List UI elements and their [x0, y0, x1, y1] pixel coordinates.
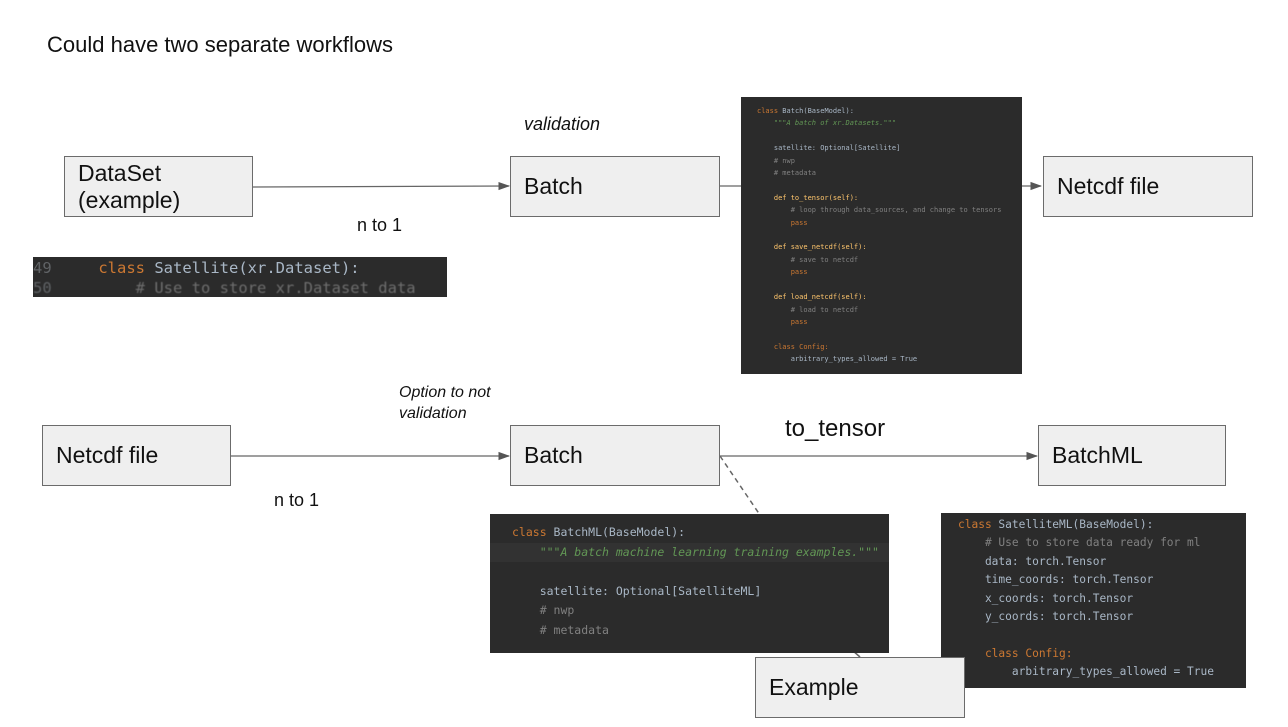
code-line: y_coords: torch.Tensor — [958, 610, 1134, 624]
code-line: # metadata — [512, 622, 609, 637]
batch-label-top: Batch — [524, 173, 583, 199]
code-line: """A batch machine learning training exa… — [490, 542, 889, 562]
code-line: pass — [757, 218, 808, 227]
code-line: class Config: — [958, 646, 1073, 660]
code-line: class Config: — [757, 342, 829, 351]
satelliteml-class-code: class SatelliteML(BaseModel): # Use to s… — [941, 513, 1246, 688]
line-number: 49 — [33, 259, 52, 277]
example-label: Example — [769, 674, 859, 700]
code-line: # save to netcdf — [757, 255, 859, 264]
page-title: Could have two separate workflows — [47, 32, 394, 57]
code-line — [757, 229, 1022, 241]
arrow-dataset-to-batch — [251, 181, 511, 191]
to-tensor-label: to_tensor — [785, 415, 886, 442]
batch-label-bottom: Batch — [524, 442, 583, 468]
batchml-label: BatchML — [1052, 442, 1143, 468]
code-line: def load_netcdf(self): — [757, 293, 867, 302]
n-to-1-label-bottom: n to 1 — [274, 490, 320, 510]
satellite-code-line-2: 50 # Use to store xr.Dataset data — [33, 279, 447, 297]
netcdf-box-top: Netcdf file — [1043, 156, 1253, 217]
code-line — [757, 279, 1022, 291]
code-line: def save_netcdf(self): — [757, 243, 867, 252]
dataset-label: DataSet (example) — [78, 159, 181, 213]
code-line: class Batch(BaseModel): — [757, 107, 854, 115]
n-to-1-label-top: n to 1 — [357, 215, 403, 235]
code-line: # nwp — [512, 603, 575, 617]
code-line: arbitrary_types_allowed = True — [958, 665, 1214, 679]
option-note-line-1: Option to not — [399, 384, 491, 401]
batch-class-code: class Batch(BaseModel): """A batch of xr… — [741, 97, 1022, 374]
code-line: arbitrary_types_allowed = True — [757, 355, 918, 364]
batch-box-bottom: Batch — [510, 425, 720, 486]
code-line: class BatchML(BaseModel): — [512, 525, 686, 539]
batchml-class-code: class BatchML(BaseModel): """A batch mac… — [490, 514, 889, 653]
netcdf-label-top: Netcdf file — [1057, 173, 1160, 199]
option-note-line-2: validation — [399, 405, 467, 422]
example-box: Example — [755, 657, 965, 718]
validation-label: validation — [524, 114, 601, 134]
netcdf-label-bottom: Netcdf file — [56, 442, 159, 468]
satellite-code-line-1: 49 class Satellite(xr.Dataset): — [33, 259, 360, 277]
code-line: # loop through data_sources, and change … — [757, 206, 1002, 215]
code-line: # load to netcdf — [757, 305, 859, 314]
batchml-box: BatchML — [1038, 425, 1226, 486]
code-line — [757, 328, 1022, 340]
code-line: x_coords: torch.Tensor — [958, 591, 1134, 605]
netcdf-box-bottom: Netcdf file — [42, 425, 231, 486]
satellite-class-code: 49 class Satellite(xr.Dataset): 50 # Use… — [33, 257, 447, 297]
code-line: class SatelliteML(BaseModel): — [958, 518, 1154, 531]
line-number: 50 — [33, 279, 52, 297]
code-line: data: torch.Tensor — [958, 554, 1107, 568]
dataset-box: DataSet (example) — [64, 156, 253, 217]
code-line — [490, 562, 889, 582]
code-line: # nwp — [757, 156, 795, 165]
code-line: satellite: Optional[SatelliteML] — [512, 583, 762, 598]
code-line: pass — [757, 317, 808, 326]
code-line: time_coords: torch.Tensor — [958, 573, 1154, 587]
code-line: pass — [757, 268, 808, 277]
code-text: # Use to store xr.Dataset data — [98, 279, 416, 297]
code-line: # Use to store data ready for ml — [958, 536, 1201, 550]
option-note: Option to not validation — [399, 382, 491, 424]
dashed-link-batch-to-example — [719, 455, 761, 516]
code-line: """A batch of xr.Datasets.""" — [757, 119, 897, 128]
code-line: def to_tensor(self): — [757, 193, 859, 202]
code-line — [941, 626, 1246, 644]
code-line — [757, 130, 1022, 142]
code-text: Satellite(xr.Dataset): — [154, 259, 360, 277]
code-line: satellite: Optional[Satellite] — [757, 144, 901, 153]
batch-box-top: Batch — [510, 156, 720, 217]
code-line: # metadata — [757, 169, 817, 178]
code-line — [757, 179, 1022, 191]
